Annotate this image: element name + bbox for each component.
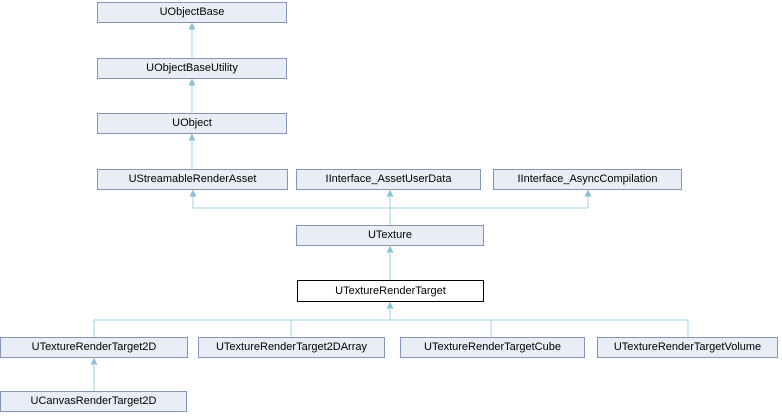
- class-node-iinterface_assetuserdata[interactable]: IInterface_AssetUserData: [296, 169, 481, 190]
- class-node-ustreamablerenderasset[interactable]: UStreamableRenderAsset: [97, 169, 288, 190]
- class-node-uobject[interactable]: UObject: [97, 113, 287, 134]
- class-node-iinterface_asynccompilation[interactable]: IInterface_AsyncCompilation: [493, 169, 682, 190]
- arrowhead-up-icon: [188, 133, 196, 141]
- class-node-utexture[interactable]: UTexture: [296, 225, 484, 246]
- arrowhead-up-icon: [584, 189, 592, 197]
- arrowhead-up-icon: [386, 245, 394, 253]
- class-node-uobjectbaseutility[interactable]: UObjectBaseUtility: [97, 58, 287, 79]
- class-node-utexturerendertarget: UTextureRenderTarget: [297, 280, 484, 302]
- arrowhead-up-icon: [386, 189, 394, 197]
- class-node-utexturerendertarget2darray[interactable]: UTextureRenderTarget2DArray: [198, 337, 385, 358]
- arrowhead-up-icon: [188, 22, 196, 30]
- class-node-ucanvasrendertarget2d[interactable]: UCanvasRenderTarget2D: [0, 391, 187, 412]
- class-node-utexturerendertarget2d[interactable]: UTextureRenderTarget2D: [0, 337, 188, 358]
- class-node-utexturerendertargetcube[interactable]: UTextureRenderTargetCube: [400, 337, 585, 358]
- arrowhead-up-icon: [386, 301, 394, 309]
- arrowhead-up-icon: [189, 189, 197, 197]
- arrowhead-up-icon: [188, 78, 196, 86]
- class-node-utexturerendertargetvolume[interactable]: UTextureRenderTargetVolume: [597, 337, 778, 358]
- arrowhead-up-icon: [90, 357, 98, 365]
- class-node-uobjectbase[interactable]: UObjectBase: [97, 2, 287, 23]
